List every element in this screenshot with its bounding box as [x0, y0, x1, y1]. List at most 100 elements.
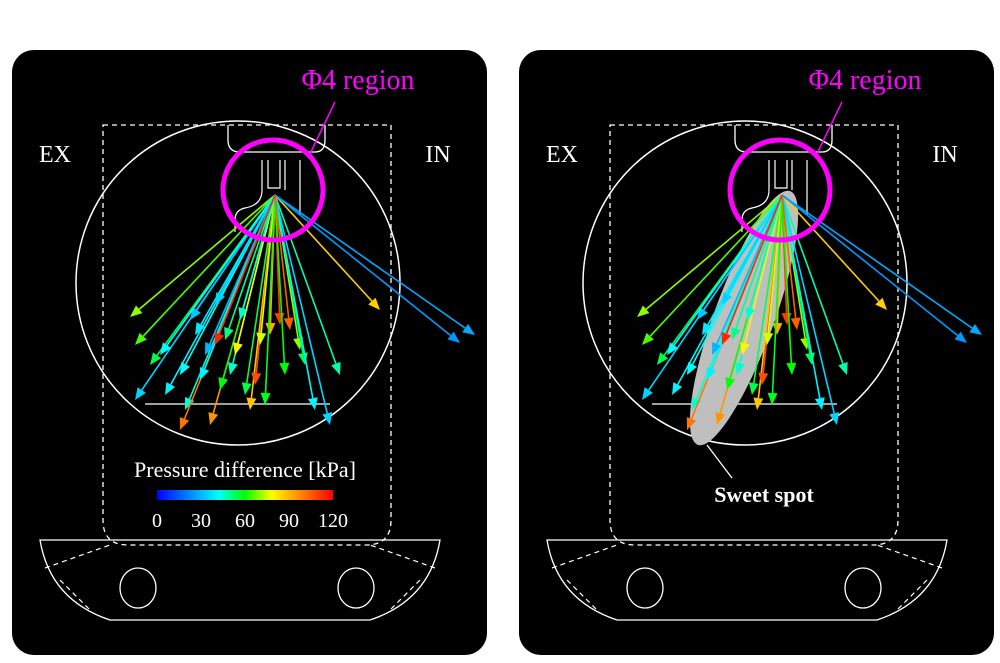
in-label: IN	[932, 142, 957, 168]
pressure-arrow-shaft	[781, 194, 821, 399]
pressure-arrowhead	[218, 377, 229, 390]
pressure-arrowhead	[672, 382, 683, 395]
pressure-arrowhead	[283, 317, 294, 330]
left-port	[626, 567, 664, 609]
pressure-arrowhead	[205, 342, 215, 355]
pressure-arrow-shaft	[274, 194, 290, 319]
region-label: Φ4 region	[809, 65, 922, 96]
pressure-arrowhead	[838, 362, 848, 375]
pressure-arrow-shaft	[649, 194, 783, 337]
panel-background	[12, 50, 487, 655]
pressure-arrowhead	[875, 297, 887, 310]
colorbar	[157, 490, 333, 500]
pressure-arrowhead	[208, 412, 219, 425]
colorbar-tick: 30	[191, 510, 211, 532]
sweet-spot-ellipse	[689, 190, 799, 446]
pressure-arrowhead	[130, 305, 143, 317]
pressure-arrow-shaft	[274, 194, 314, 399]
pressure-arrowhead	[215, 292, 226, 305]
nozzle-outline	[741, 160, 808, 232]
pressure-arrowhead	[642, 332, 654, 345]
pressure-arrowhead	[637, 305, 650, 317]
sweet-spot-leader	[706, 444, 733, 479]
pressure-arrowhead	[238, 307, 249, 320]
phi4-region-circle	[727, 137, 833, 243]
pressure-arrow-shaft	[264, 194, 276, 394]
pressure-arrowhead	[214, 332, 225, 345]
pressure-arrow-shaft	[727, 194, 783, 295]
pressure-arrowhead	[767, 392, 778, 405]
body-dashed-outline	[102, 124, 392, 546]
pressure-arrowhead	[179, 417, 190, 430]
pressure-arrow-shaft	[245, 194, 276, 384]
pressure-arrow-shaft	[220, 194, 276, 295]
region-leader-line	[307, 101, 336, 159]
pressure-arrowhead	[260, 392, 271, 405]
pressure-arrow-shaft	[242, 194, 276, 309]
sweet-spot-label: Sweet spot	[714, 482, 814, 507]
pressure-arrowhead	[160, 342, 172, 355]
right-port	[844, 567, 882, 609]
body-dashed-outline	[609, 124, 899, 546]
pressure-arrow-shaft	[735, 194, 783, 329]
pressure-arrowhead	[150, 352, 162, 365]
pressure-arrow-shaft	[781, 194, 959, 337]
pressure-arrowhead	[814, 397, 825, 410]
pressure-arrowhead	[667, 342, 679, 355]
pressure-arrowhead	[307, 397, 318, 410]
pressure-arrowhead	[748, 382, 759, 395]
pressure-arrowhead	[954, 331, 967, 343]
colorbar-tick: 60	[235, 510, 255, 532]
pressure-arrow-shaft	[166, 194, 276, 346]
pressure-arrowhead	[829, 412, 840, 425]
pressure-arrowhead	[224, 327, 234, 340]
pressure-arrowhead	[228, 362, 238, 375]
pressure-arrowhead	[199, 367, 210, 380]
pressure-arrow-shaft	[645, 194, 783, 310]
colorbar-tick: 120	[318, 510, 348, 532]
colorbar-title: Pressure difference [kPa]	[134, 457, 356, 482]
pressure-arrow-shaft	[274, 194, 452, 337]
pressure-arrowhead	[758, 372, 769, 385]
colorbar-tick: 0	[152, 510, 162, 532]
pressure-arrow-shaft	[138, 194, 276, 310]
pressure-arrow-shaft	[673, 194, 783, 346]
pressure-arrowhead	[265, 322, 276, 335]
left-port	[119, 567, 157, 609]
in-label: IN	[425, 142, 450, 168]
pressure-arrowhead	[702, 322, 713, 335]
pressure-arrowhead	[686, 417, 697, 430]
pressure-arrowhead	[969, 324, 982, 335]
pressure-arrowhead	[368, 297, 380, 310]
pressure-arrow-shaft	[274, 194, 328, 414]
pressure-arrowhead	[763, 332, 774, 345]
phi4-region-circle	[220, 137, 326, 243]
ex-label: EX	[546, 142, 578, 168]
pressure-arrowhead	[721, 332, 732, 345]
pressure-arrowhead	[740, 342, 750, 355]
right-port	[337, 567, 375, 609]
pressure-arrow-shaft	[781, 194, 793, 364]
pressure-arrowhead	[657, 352, 669, 365]
pressure-arrowhead	[241, 382, 252, 395]
region-leader-line	[814, 101, 843, 159]
pressure-arrowhead	[725, 377, 736, 390]
pressure-arrowhead	[642, 387, 653, 400]
pressure-arrow-shaft	[781, 194, 973, 329]
ex-label: EX	[39, 142, 71, 168]
pressure-arrowhead	[165, 382, 176, 395]
pressure-arrow-shaft	[781, 194, 880, 302]
colorbar-tick: 90	[279, 510, 299, 532]
pressure-arrowhead	[731, 327, 741, 340]
pressure-arrow-shaft	[218, 194, 276, 335]
pressure-arrowhead	[180, 362, 191, 375]
pressure-arrowhead	[135, 332, 147, 345]
pressure-arrow-shaft	[767, 194, 783, 334]
pressure-arrow-shaft	[274, 194, 373, 302]
pressure-arrowhead	[279, 362, 290, 375]
region-label: Φ4 region	[302, 65, 415, 96]
pressure-arrow-shaft	[274, 194, 466, 329]
pressure-arrow-shaft	[274, 194, 286, 364]
